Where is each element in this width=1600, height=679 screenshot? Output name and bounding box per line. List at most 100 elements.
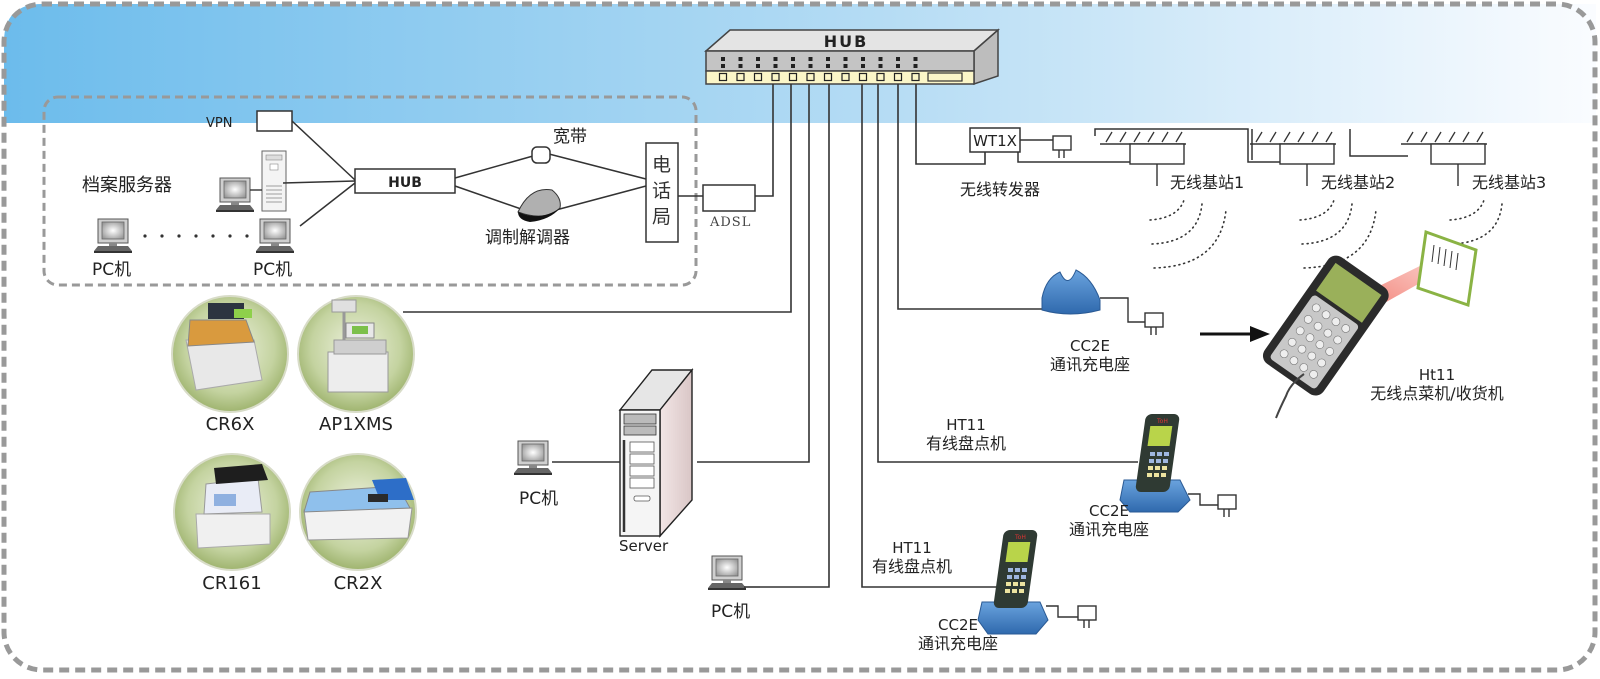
cradle-top-plug-icon	[1144, 312, 1164, 336]
cradle-top-model: CC2E	[1070, 337, 1110, 355]
hub-port-led	[773, 64, 778, 68]
wireless-handheld-model: Ht11	[1418, 366, 1456, 384]
broadband-node	[531, 146, 551, 164]
archive-pc-icon	[215, 177, 255, 213]
wired-handheld-2-label: 有线盘点机	[871, 557, 953, 576]
bottom-pc-label: PC机	[711, 602, 751, 622]
hub-port	[753, 72, 763, 82]
link-adsl	[755, 84, 774, 197]
adsl-label: ADSL	[710, 215, 752, 230]
hub-port	[718, 72, 728, 82]
hub-port-led	[808, 57, 813, 61]
signal-waves-3-icon	[1449, 199, 1503, 245]
broadband-label: 宽带	[553, 127, 587, 147]
archive-server-icon	[261, 150, 287, 212]
server-label: Server	[619, 537, 669, 555]
vpn-box	[256, 110, 293, 132]
wired-handheld-2-cradle-model: CC2E	[938, 616, 978, 634]
hub-port	[823, 72, 833, 82]
register-cr2x-label: CR2X	[333, 573, 383, 594]
hub-port-led	[738, 57, 743, 61]
register-cr6x	[171, 295, 289, 413]
hub-port-led	[756, 57, 760, 61]
server-tower-icon	[618, 368, 694, 538]
repeater-plug-icon	[1052, 135, 1072, 159]
telecom-label: 电话局	[652, 154, 672, 228]
hub-port	[736, 72, 745, 82]
hub-port	[806, 72, 815, 82]
main-hub: HUB	[704, 28, 1000, 86]
hub-port-led	[878, 64, 883, 68]
hub-port	[911, 72, 920, 82]
hub-port-led	[896, 57, 900, 61]
office-hub-label: HUB	[388, 175, 422, 191]
wired-handheld-1-cradle-model: CC2E	[1089, 502, 1129, 520]
hub-connections	[403, 84, 1138, 588]
office-group-frame	[42, 95, 698, 287]
wired-handheld-2-model: HT11	[892, 539, 932, 557]
hub-port-led	[826, 64, 830, 68]
link-registers	[403, 84, 792, 313]
link-server	[697, 84, 810, 463]
wired-handheld-2-cradle-label: 通讯充电座	[917, 634, 999, 653]
hub-port-led	[808, 64, 813, 68]
link-bottom-pc	[760, 84, 830, 588]
wireless-handheld-label: 无线点菜机/收货机	[1370, 384, 1504, 403]
server-pc-label: PC机	[519, 489, 559, 509]
hub-ports	[718, 57, 920, 82]
wired-handheld-2-plug-icon	[1077, 605, 1097, 629]
wired-handheld-2-icon	[977, 530, 1049, 635]
pc-left-icon	[93, 218, 133, 254]
hub-port-led	[791, 57, 795, 61]
hub-port-led	[721, 57, 725, 61]
register-cr6x-label: CR6X	[205, 414, 255, 435]
hub-port	[788, 72, 798, 82]
hub-port-led	[826, 57, 830, 61]
cradle-top-icon	[1041, 269, 1101, 315]
adsl-box	[702, 184, 756, 212]
wireless-handheld-icon	[1262, 229, 1478, 419]
link-repeater	[915, 84, 986, 165]
vpn-label: VPN	[206, 116, 233, 131]
repeater-model: WT1X	[973, 132, 1017, 150]
wireless-network: WT1X	[969, 127, 1503, 269]
wired-handheld-1-icon	[1119, 414, 1191, 513]
hub-port	[841, 72, 850, 82]
hub-port	[771, 72, 780, 82]
hub-port-led	[878, 57, 883, 61]
hub-port-led	[773, 57, 778, 61]
base-station-1-label: 无线基站1	[1170, 173, 1245, 192]
pc-right-label: PC机	[253, 260, 293, 280]
link-cradle-top	[897, 84, 1048, 310]
telecom-box	[645, 142, 679, 243]
main-hub-label: HUB	[824, 32, 869, 51]
wired-handheld-1-cradle-label: 通讯充电座	[1068, 520, 1150, 539]
signal-waves-1-icon	[1149, 199, 1227, 269]
link-handheld-mid	[877, 84, 1138, 463]
repeater-box	[969, 127, 1021, 153]
register-cr161	[173, 453, 291, 571]
office-hub	[354, 168, 456, 194]
wired-handheld-1-model: HT11	[946, 416, 986, 434]
wired-handheld-1-plug-icon	[1217, 494, 1237, 518]
pc-ellipsis	[143, 234, 249, 238]
hub-port-led	[791, 64, 795, 68]
cradle-top-label: 通讯充电座	[1049, 355, 1131, 374]
hub-port	[876, 72, 885, 82]
arrow-right-icon	[1200, 326, 1270, 342]
hub-port-led	[861, 57, 865, 61]
hub-port-led	[913, 64, 918, 68]
hub-port-led	[861, 64, 865, 68]
archive-server-label: 档案服务器	[82, 175, 172, 196]
hub-port-led	[843, 57, 848, 61]
bottom-pc-icon	[707, 555, 747, 591]
hub-port	[858, 72, 868, 82]
modem-label: 调制解调器	[485, 228, 570, 248]
base-station-3-label: 无线基站3	[1472, 173, 1547, 192]
hub-port-led	[913, 57, 918, 61]
repeater-label: 无线转发器	[960, 180, 1041, 199]
wired-handheld-1-label: 有线盘点机	[925, 434, 1007, 453]
hub-port-led	[756, 64, 760, 68]
